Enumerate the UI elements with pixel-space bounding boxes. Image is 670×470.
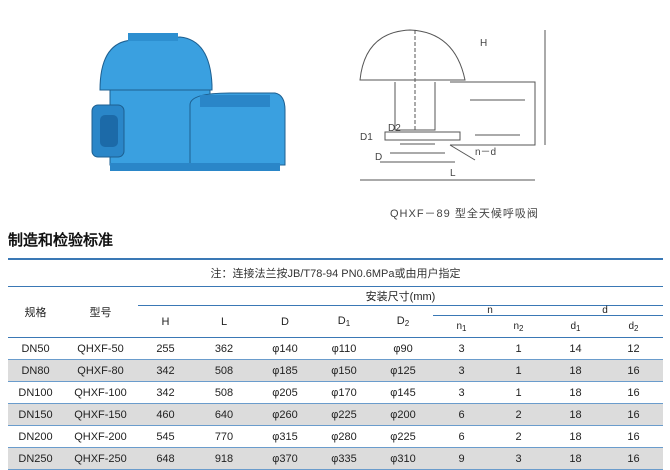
cell-n1: 6 xyxy=(433,403,490,426)
cell-d: φ185 xyxy=(255,359,315,382)
cell-n2: 1 xyxy=(490,381,547,404)
header-model: 型号 xyxy=(63,286,138,338)
header-d1: d1 xyxy=(547,315,604,338)
cell-d2: 16 xyxy=(604,425,663,448)
cell-n2: 1 xyxy=(490,359,547,382)
cell-n1: 6 xyxy=(433,425,490,448)
header-D1: D1 xyxy=(315,305,373,338)
cell-d2: 16 xyxy=(604,359,663,382)
header-D2: D2 xyxy=(373,305,433,338)
valve-photo xyxy=(91,33,286,171)
header-L: L xyxy=(193,305,255,338)
cell-l: 362 xyxy=(193,337,255,360)
cell-d1: φ225 xyxy=(315,403,373,426)
header-d: d xyxy=(547,305,663,316)
header-n: n xyxy=(433,305,547,316)
cell-h: 460 xyxy=(138,403,193,426)
cell-d1: φ280 xyxy=(315,425,373,448)
cell-d2: φ90 xyxy=(373,337,433,360)
cell-model: QHXF-100 xyxy=(63,381,138,404)
cell-l: 640 xyxy=(193,403,255,426)
header-H: H xyxy=(138,305,193,338)
cell-d1: φ170 xyxy=(315,381,373,404)
cell-d: φ315 xyxy=(255,425,315,448)
cell-h: 342 xyxy=(138,381,193,404)
cell-d2: φ145 xyxy=(373,381,433,404)
cell-d: φ370 xyxy=(255,447,315,470)
label-D: D xyxy=(375,152,383,163)
cell-d1: φ150 xyxy=(315,359,373,382)
cell-n2: 2 xyxy=(490,425,547,448)
cell-spec: DN150 xyxy=(8,403,63,426)
cell-n1: 3 xyxy=(433,359,490,382)
cell-model: QHXF-200 xyxy=(63,425,138,448)
cell-h: 342 xyxy=(138,359,193,382)
cell-spec: DN80 xyxy=(8,359,63,382)
cell-model: QHXF-80 xyxy=(63,359,138,382)
cell-d: φ140 xyxy=(255,337,315,360)
cell-d1: 18 xyxy=(547,425,604,448)
header-d2: d2 xyxy=(604,315,663,338)
cell-spec: DN50 xyxy=(8,337,63,360)
label-H: H xyxy=(480,38,488,49)
cell-model: QHXF-150 xyxy=(63,403,138,426)
label-D1: D1 xyxy=(360,132,373,143)
cell-l: 508 xyxy=(193,359,255,382)
cell-model: QHXF-250 xyxy=(63,447,138,470)
header-D: D xyxy=(255,305,315,338)
cell-spec: DN250 xyxy=(8,447,63,470)
cell-spec: DN100 xyxy=(8,381,63,404)
cell-n1: 3 xyxy=(433,337,490,360)
cell-d: φ205 xyxy=(255,381,315,404)
cell-d2: φ310 xyxy=(373,447,433,470)
cell-d1: 14 xyxy=(547,337,604,360)
cell-l: 918 xyxy=(193,447,255,470)
cell-n1: 3 xyxy=(433,381,490,404)
cell-model: QHXF-50 xyxy=(63,337,138,360)
cell-d1: φ110 xyxy=(315,337,373,360)
label-D2: D2 xyxy=(388,123,401,134)
cell-d2: 16 xyxy=(604,403,663,426)
cell-h: 545 xyxy=(138,425,193,448)
spec-table: 注：连接法兰按JB/T78-94 PN0.6MPa或由用户指定 规格 型号 安装… xyxy=(8,258,663,470)
cell-l: 770 xyxy=(193,425,255,448)
cell-d1: 18 xyxy=(547,359,604,382)
valve-diagram xyxy=(359,29,546,181)
label-nd: n－d xyxy=(475,147,497,158)
cell-d2: 16 xyxy=(604,381,663,404)
cell-d2: φ200 xyxy=(373,403,433,426)
cell-l: 508 xyxy=(193,381,255,404)
cell-n2: 1 xyxy=(490,337,547,360)
cell-d1: 18 xyxy=(547,447,604,470)
cell-h: 648 xyxy=(138,447,193,470)
cell-spec: DN200 xyxy=(8,425,63,448)
cell-h: 255 xyxy=(138,337,193,360)
cell-n2: 3 xyxy=(490,447,547,470)
cell-d2: φ225 xyxy=(373,425,433,448)
cell-d1: 18 xyxy=(547,381,604,404)
table-note: 注：连接法兰按JB/T78-94 PN0.6MPa或由用户指定 xyxy=(8,258,663,287)
cell-d2: 12 xyxy=(604,337,663,360)
cell-d2: φ125 xyxy=(373,359,433,382)
cell-d: φ260 xyxy=(255,403,315,426)
header-dims: 安装尺寸(mm) xyxy=(138,286,663,306)
cell-n1: 9 xyxy=(433,447,490,470)
cell-d1: 18 xyxy=(547,403,604,426)
figure-caption: QHXF－89 型全天候呼吸阀 xyxy=(390,208,539,220)
header-spec: 规格 xyxy=(8,286,63,338)
cell-d1: φ335 xyxy=(315,447,373,470)
header-n2: n2 xyxy=(490,315,547,338)
cell-d2: 16 xyxy=(604,447,663,470)
cell-n2: 2 xyxy=(490,403,547,426)
header-n1: n1 xyxy=(433,315,490,338)
label-L: L xyxy=(450,168,456,179)
section-title: 制造和检验标准 xyxy=(8,232,114,249)
